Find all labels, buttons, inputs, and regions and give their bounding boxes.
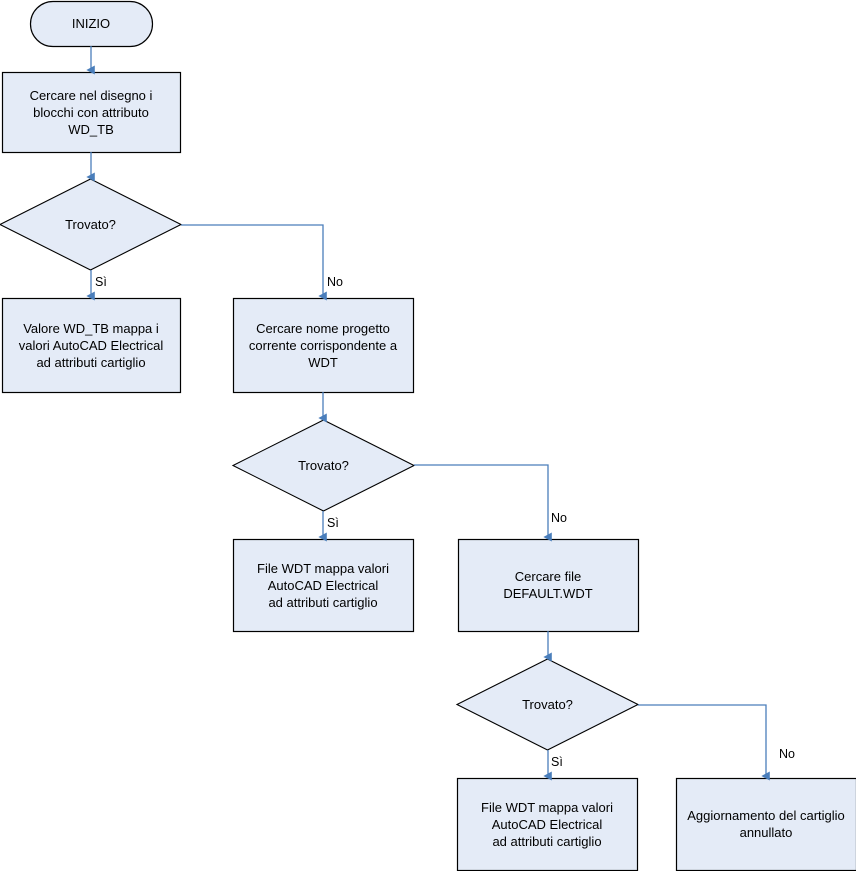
edges-layer — [86, 46, 770, 781]
edge-decision3-to-cancelled — [638, 704, 770, 781]
edge-label-decision1-sì: Sì — [95, 275, 107, 289]
node-wdt_map_a[interactable] — [232, 538, 415, 633]
edge-decision1-to-search_project — [181, 224, 327, 301]
edge-label-decision1-no: No — [327, 275, 343, 289]
node-cancelled[interactable] — [675, 777, 856, 871]
edge-decision2-to-search_default — [414, 464, 552, 542]
node-decision2[interactable] — [231, 419, 416, 512]
edge-label-decision3-no: No — [779, 747, 795, 761]
node-decision1[interactable] — [0, 178, 183, 271]
node-start[interactable] — [29, 0, 154, 48]
node-decision3[interactable] — [455, 658, 640, 751]
node-wdt_map_b[interactable] — [456, 777, 639, 871]
edge-label-decision2-sì: Sì — [327, 516, 339, 530]
node-search_project[interactable] — [232, 297, 415, 394]
node-wdtb_map[interactable] — [1, 297, 182, 394]
edge-label-decision2-no: No — [551, 511, 567, 525]
node-search_blocks[interactable] — [1, 71, 182, 154]
edge-label-decision3-sì: Sì — [551, 755, 563, 769]
node-search_default[interactable] — [457, 538, 640, 633]
